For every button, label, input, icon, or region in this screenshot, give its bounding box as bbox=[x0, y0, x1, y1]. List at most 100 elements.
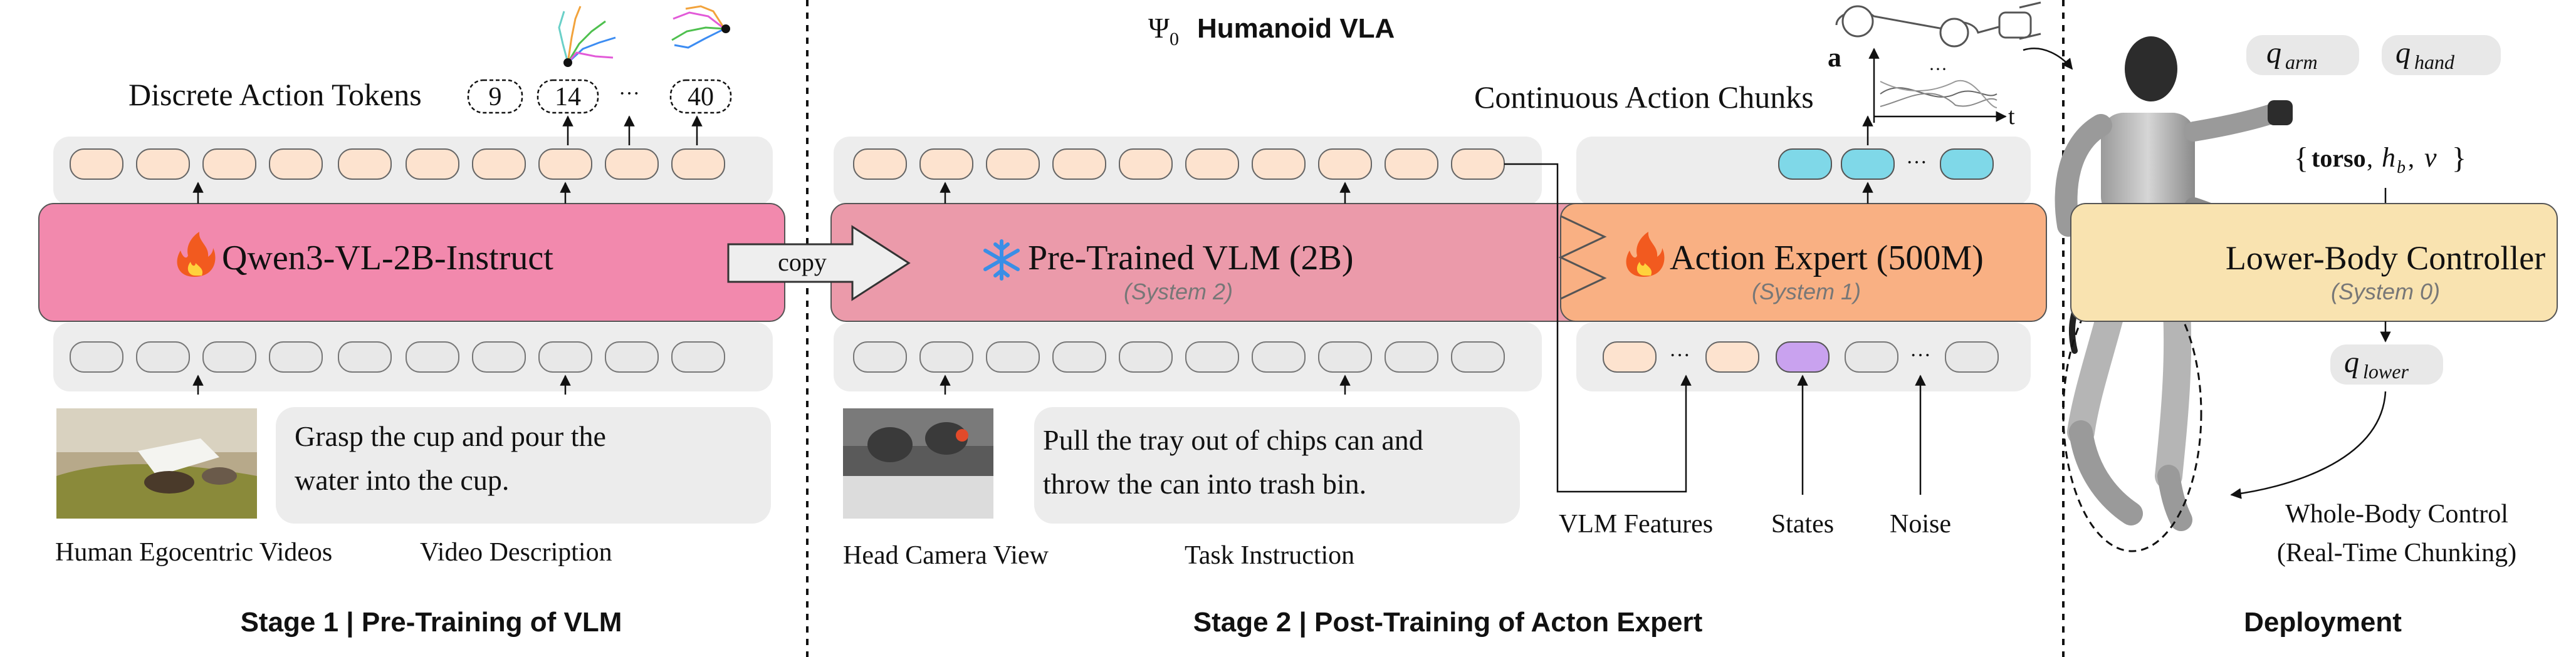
video-description-label: Video Description bbox=[420, 538, 612, 567]
action-chunk-plot: a t ··· bbox=[1828, 42, 2015, 130]
whole-body-control-line1: Whole-Body Control bbox=[2285, 500, 2508, 529]
token bbox=[70, 341, 123, 373]
stage2-expert-output-tokens: ··· bbox=[1778, 148, 1994, 180]
action-token bbox=[1940, 148, 1994, 180]
zigzag-connector bbox=[1558, 215, 1607, 300]
feature-token bbox=[1603, 341, 1657, 373]
token bbox=[269, 148, 323, 180]
stage2-caption: Stage 2 | Post-Training of Acton Expert bbox=[1193, 607, 1703, 638]
svg-text:,: , bbox=[2367, 144, 2373, 172]
cmd-h-subscript: b bbox=[2397, 158, 2406, 177]
token bbox=[202, 148, 256, 180]
token bbox=[1318, 341, 1372, 373]
video-description-line1: Grasp the cup and pour the bbox=[295, 420, 606, 452]
deployment-caption: Deployment bbox=[2244, 607, 2402, 638]
q-lower-symbol: q bbox=[2344, 346, 2359, 379]
token bbox=[1451, 148, 1505, 180]
task-instruction-line1: Pull the tray out of chips can and bbox=[1043, 424, 1423, 456]
cmd-close-brace: } bbox=[2452, 142, 2466, 175]
feature-token bbox=[1705, 341, 1759, 373]
main-title: Humanoid VLA bbox=[1197, 13, 1395, 44]
ellipsis: ··· bbox=[1669, 344, 1690, 367]
discrete-action-tokens-label: Discrete Action Tokens bbox=[128, 77, 422, 112]
fire-icon bbox=[1626, 232, 1665, 277]
token bbox=[136, 148, 190, 180]
token-14-label: 14 bbox=[555, 83, 581, 111]
token bbox=[1185, 341, 1239, 373]
ellipsis: ··· bbox=[1910, 344, 1931, 367]
stage1-input-tokens bbox=[70, 341, 725, 373]
noise-label: Noise bbox=[1890, 510, 1951, 539]
header-title: Ψ 0 Humanoid VLA bbox=[1148, 12, 1395, 49]
copy-label: copy bbox=[778, 248, 827, 276]
fire-icon bbox=[177, 232, 216, 277]
token bbox=[1185, 148, 1239, 180]
continuous-action-label: Continuous Action Chunks bbox=[1474, 80, 1814, 115]
token bbox=[1385, 148, 1438, 180]
head-camera-label: Head Camera View bbox=[843, 541, 1049, 570]
stage1-panel: Qwen3-VL-2B-Instruct Discrete Action Tok… bbox=[38, 5, 785, 638]
command-tuple: { torso , h b , v } bbox=[2294, 142, 2466, 177]
token bbox=[1252, 341, 1306, 373]
axis-a-label: a bbox=[1828, 42, 1841, 73]
q-lower-subscript: lower bbox=[2363, 360, 2409, 383]
state-token bbox=[1776, 341, 1830, 373]
snowflake-icon bbox=[983, 239, 1020, 281]
ellipsis: ··· bbox=[1929, 59, 1947, 80]
lower-body-controller-box bbox=[2070, 203, 2558, 322]
token bbox=[1385, 341, 1438, 373]
task-instruction-line2: throw the can into trash bin. bbox=[1043, 468, 1366, 500]
token bbox=[70, 148, 123, 180]
qwen-model-name: Qwen3-VL-2B-Instruct bbox=[222, 239, 553, 277]
psi-symbol: Ψ bbox=[1148, 12, 1170, 44]
svg-text:,: , bbox=[2408, 144, 2414, 172]
stage2-vlm-input-tokens bbox=[853, 341, 1505, 373]
stage1-output-tokens bbox=[70, 148, 725, 180]
token bbox=[406, 148, 459, 180]
token bbox=[1052, 341, 1106, 373]
robot-arm-sketch bbox=[1835, 1, 2041, 48]
states-label: States bbox=[1771, 510, 1834, 539]
noise-token bbox=[1845, 341, 1898, 373]
token bbox=[472, 148, 526, 180]
token bbox=[136, 341, 190, 373]
token bbox=[671, 148, 725, 180]
token bbox=[1119, 148, 1173, 180]
whole-body-control-line2: (Real-Time Chunking) bbox=[2277, 539, 2516, 567]
token bbox=[538, 148, 592, 180]
lower-body-controller-system: (System 0) bbox=[2331, 279, 2440, 304]
token bbox=[986, 148, 1040, 180]
pretrained-vlm-system: (System 2) bbox=[1124, 279, 1233, 304]
token bbox=[406, 341, 459, 373]
stage2-panel: ··· ··· ··· Pre-Trained VLM (2B) (S bbox=[727, 1, 2073, 638]
q-arm-badge bbox=[2246, 35, 2359, 75]
action-expert-name: Action Expert (500M) bbox=[1670, 239, 1984, 277]
q-hand-subscript: hand bbox=[2414, 51, 2455, 73]
token bbox=[919, 341, 973, 373]
cmd-torso: torso bbox=[2312, 144, 2366, 172]
token bbox=[338, 148, 392, 180]
token bbox=[472, 341, 526, 373]
task-instruction-bubble bbox=[1034, 407, 1520, 524]
token bbox=[1052, 148, 1106, 180]
egocentric-video-label: Human Egocentric Videos bbox=[55, 538, 332, 567]
cmd-h: h bbox=[2382, 142, 2395, 173]
token bbox=[1119, 341, 1173, 373]
token bbox=[986, 341, 1040, 373]
token bbox=[202, 341, 256, 373]
token bbox=[1252, 148, 1306, 180]
token bbox=[538, 341, 592, 373]
token bbox=[338, 341, 392, 373]
egocentric-video-image bbox=[56, 408, 257, 519]
stage2-vlm-output-tokens bbox=[853, 148, 1505, 180]
token bbox=[853, 341, 907, 373]
hand-pose-sketch-1 bbox=[558, 6, 616, 67]
token bbox=[1318, 148, 1372, 180]
lower-body-highlight bbox=[2062, 274, 2202, 552]
token-40 bbox=[669, 79, 732, 114]
token bbox=[853, 148, 907, 180]
token-9 bbox=[467, 79, 523, 114]
q-hand-symbol: q bbox=[2395, 36, 2411, 70]
task-instruction-label: Task Instruction bbox=[1185, 541, 1354, 570]
